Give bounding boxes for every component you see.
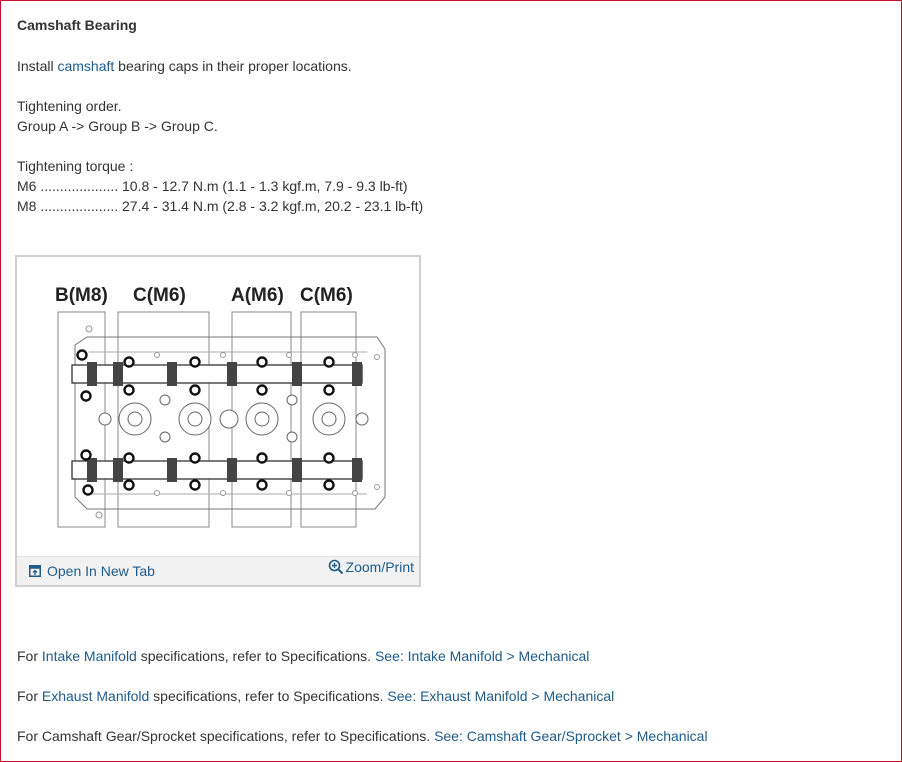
torque-m8: M8 .................... 27.4 - 31.4 N.m … xyxy=(17,198,424,214)
section-title: Camshaft Bearing xyxy=(17,17,137,33)
label-group-c-left: C(M6) xyxy=(133,285,186,306)
ref-exhaust-manifold: For Exhaust Manifold specifications, ref… xyxy=(17,687,614,705)
zoom-print-label: Zoom/Print xyxy=(345,559,414,575)
open-in-new-tab-label: Open In New Tab xyxy=(47,563,155,579)
spark-plug-bores xyxy=(98,394,369,443)
see-intake-manifold-link[interactable]: See: Intake Manifold > Mechanical xyxy=(374,648,590,664)
cylinder-head-diagram: B(M8) C(M6) A(M6) C(M6) xyxy=(55,285,386,528)
camshaft-link[interactable]: camshaft xyxy=(57,58,115,74)
tightening-torque-label: Tightening torque : xyxy=(17,158,134,174)
intake-manifold-link[interactable]: Intake Manifold xyxy=(41,648,137,664)
zoom-print-link[interactable]: Zoom/Print xyxy=(328,559,414,575)
bearing-cap-bolts xyxy=(76,349,335,496)
torque-m6: M6 .................... 10.8 - 12.7 N.m … xyxy=(17,178,408,194)
ref-camshaft-gear: For Camshaft Gear/Sprocket specification… xyxy=(17,727,708,745)
open-in-new-tab-link[interactable]: Open In New Tab xyxy=(29,563,155,579)
see-exhaust-manifold-link[interactable]: See: Exhaust Manifold > Mechanical xyxy=(387,688,615,704)
ref-prefix: For xyxy=(17,648,42,664)
figure-footer: Open In New Tab Zoom/Print xyxy=(17,556,419,585)
head-outline xyxy=(74,336,386,510)
tightening-order-value: Group A -> Group B -> Group C. xyxy=(17,118,218,134)
camshaft-bearing-figure: B(M8) C(M6) A(M6) C(M6) xyxy=(15,255,421,587)
open-in-new-tab-icon xyxy=(29,565,41,577)
exhaust-manifold-link[interactable]: Exhaust Manifold xyxy=(41,688,150,704)
label-group-c-right: C(M6) xyxy=(300,285,353,306)
see-camshaft-gear-link[interactable]: See: Camshaft Gear/Sprocket > Mechanical xyxy=(434,728,708,744)
small-holes xyxy=(85,325,380,519)
ref-middle: specifications, refer to Specifications. xyxy=(149,688,388,704)
camshafts xyxy=(71,362,363,482)
tightening-order-label: Tightening order. xyxy=(17,98,122,114)
install-suffix: bearing caps in their proper locations. xyxy=(114,58,352,74)
install-prefix: Install xyxy=(17,58,58,74)
ref-prefix: For xyxy=(17,688,42,704)
magnifier-zoom-icon xyxy=(328,559,344,575)
label-group-b: B(M8) xyxy=(55,285,108,306)
install-instruction: Install camshaft bearing caps in their p… xyxy=(17,57,352,75)
ref-middle: specifications, refer to Specifications. xyxy=(136,648,375,664)
ref-intake-manifold: For Intake Manifold specifications, refe… xyxy=(17,647,589,665)
ref-prefix: For Camshaft Gear/Sprocket specification… xyxy=(17,728,435,744)
label-group-a: A(M6) xyxy=(231,285,284,306)
